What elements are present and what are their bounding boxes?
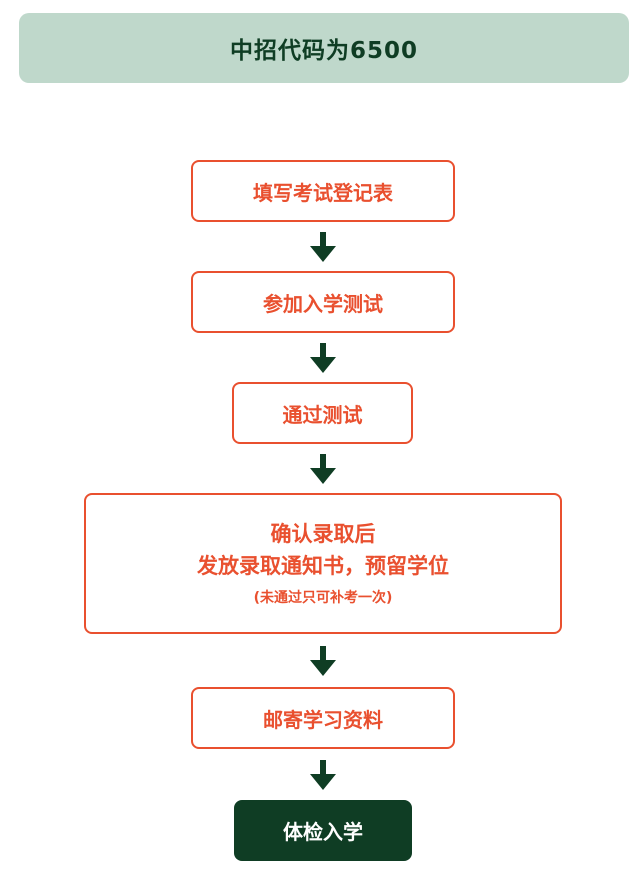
step-label: 通过测试 [282,402,363,427]
header-banner: 中招代码为6500 [19,13,629,83]
step-take-entrance-test: 参加入学测试 [191,271,455,333]
step-mail-study-materials: 邮寄学习资料 [191,687,455,749]
step-label: 参加入学测试 [263,291,383,316]
arrow-down-icon [310,646,336,676]
step-fill-registration-form: 填写考试登记表 [191,160,455,222]
arrow-down-icon [310,454,336,484]
step-medical-check-enrollment: 体检入学 [234,800,412,861]
arrow-down-icon [310,232,336,262]
step-pass-test: 通过测试 [232,382,413,444]
step-line-1: 确认录取后 [270,521,376,546]
step-admission-confirmation: 确认录取后 发放录取通知书，预留学位 (未通过只可补考一次) [84,493,562,634]
step-label: 填写考试登记表 [253,180,393,205]
step-label: 邮寄学习资料 [263,707,383,732]
arrow-down-icon [310,760,336,790]
step-label: 体检入学 [283,820,363,844]
banner-title: 中招代码为6500 [229,38,418,64]
step-note: (未通过只可补考一次) [253,589,393,606]
arrow-down-icon [310,343,336,373]
step-line-2: 发放录取通知书，预留学位 [197,553,449,578]
